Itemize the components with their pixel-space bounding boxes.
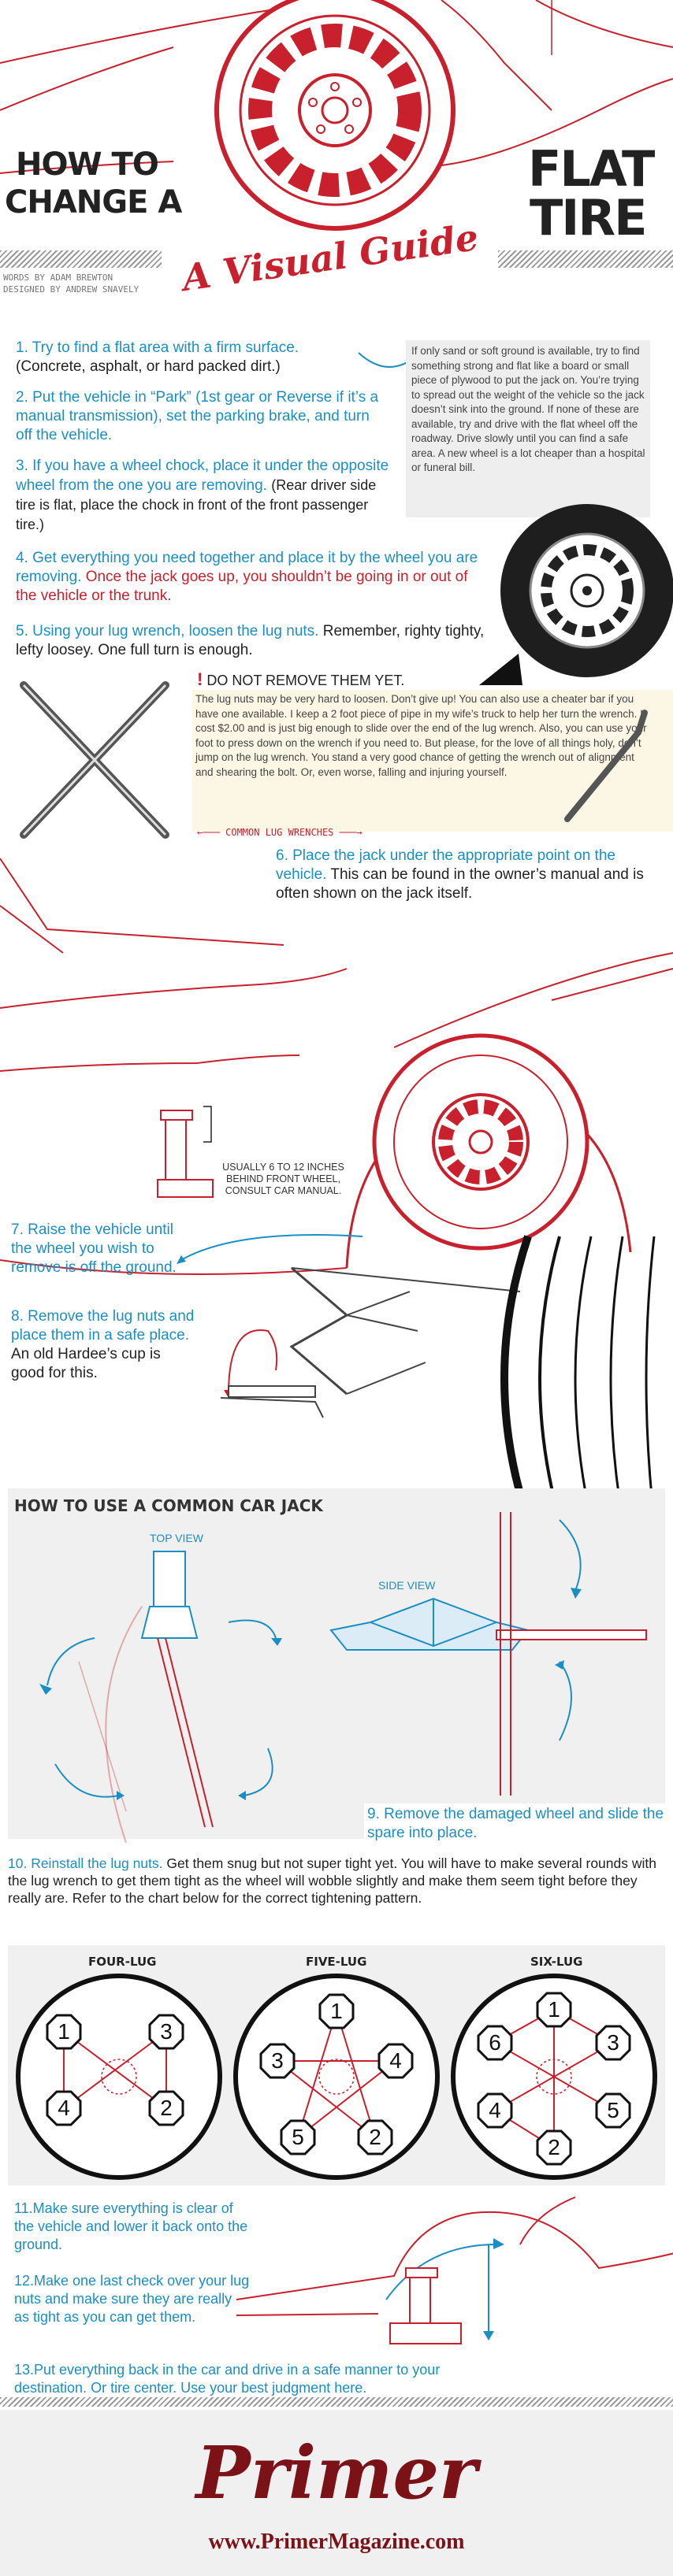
step-12: 12.Make one last check over your lug nut…	[14, 2273, 250, 2325]
raised-wheel-arcs	[500, 1235, 656, 1522]
lug-nut-label: 4	[58, 2096, 70, 2120]
lug-nut-label: 2	[160, 2096, 173, 2120]
lug-nut-label: 3	[160, 2019, 173, 2044]
lowered-floor-jack	[389, 2267, 462, 2344]
lug-nut-label: 1	[548, 1997, 560, 2022]
front-wheel-graphic	[372, 1033, 589, 1251]
car-side-outline	[0, 858, 673, 1275]
lug-nut-six-1: 1	[536, 1992, 572, 2028]
step-8: 8. Remove the lug nuts and place them in…	[11, 1308, 195, 1381]
lug-nut-label: 3	[271, 2048, 284, 2073]
lug-nut-four-4: 4	[46, 2090, 82, 2126]
lug-nut-four-3: 3	[148, 2014, 184, 2050]
warning-exclamation-icon: !	[197, 669, 203, 689]
step-4: 4. Get everything you need together and …	[16, 550, 478, 604]
lug-nut-five-5: 5	[280, 2119, 316, 2155]
lug-nut-label: 5	[607, 2098, 619, 2122]
lug-nut-label: 5	[292, 2125, 304, 2149]
footer-url[interactable]: www.PrimerMagazine.com	[208, 2530, 465, 2554]
step-11: 11.Make sure everything is clear of the …	[14, 2200, 248, 2252]
lug-nut-six-5: 5	[595, 2092, 631, 2129]
lug-nut-five-3: 3	[259, 2043, 296, 2079]
lug-nut-label: 2	[369, 2125, 381, 2149]
lug-nut-six-6: 6	[477, 2025, 513, 2061]
lug-nut-five-2: 2	[357, 2119, 393, 2155]
lug-nut-six-2: 2	[536, 2129, 572, 2166]
wrench-caption: ←─── COMMON LUG WRENCHES ───→	[197, 827, 363, 838]
step-3: 3. If you have a wheel chock, place it u…	[16, 458, 389, 532]
lug-nut-label: 4	[489, 2098, 501, 2122]
jack-section-title: HOW TO USE A COMMON CAR JACK	[14, 1496, 323, 1515]
lug-nut-label: 2	[548, 2135, 560, 2159]
hatch-left	[0, 250, 162, 268]
wheel-graphic-top	[214, 0, 455, 231]
lug-nut-label: 3	[607, 2030, 619, 2055]
do-not-remove-line: ! DO NOT REMOVE THEM YET.	[197, 669, 405, 689]
credit-words: WORDS BY ADAM BREWTON	[3, 272, 113, 283]
footer-hatch	[0, 2397, 673, 2407]
step-9: 9. Remove the damaged wheel and slide th…	[364, 1803, 670, 1844]
lowering-car-outline	[236, 2196, 673, 2341]
soft-ground-note-box	[406, 340, 650, 517]
footer-panel	[0, 2410, 673, 2576]
jack-top-view-diagram	[39, 1551, 282, 1844]
wheel-chock	[479, 654, 522, 685]
jack-caption: USUALLY 6 TO 12 INCHES BEHIND FRONT WHEE…	[222, 1162, 344, 1196]
lug-nut-label: 1	[330, 1999, 343, 2023]
scissor-jack-raised	[220, 1266, 521, 1418]
step-1: 1. Try to find a flat area with a firm s…	[16, 339, 299, 375]
lug-wrench-l-icon	[564, 710, 648, 822]
lug-nut-five-4: 4	[377, 2043, 414, 2079]
floor-jack-icon	[157, 1110, 214, 1198]
raise-arrow	[177, 1234, 363, 1264]
lug-tip-box	[192, 690, 673, 832]
jack-point-bracket	[203, 1106, 212, 1143]
jack-side-view-diagram	[329, 1512, 647, 1796]
four-lug-title: FOUR-LUG	[88, 1955, 157, 1969]
lug-nut-six-4: 4	[477, 2092, 513, 2129]
step-5: 5. Using your lug wrench, loosen the lug…	[16, 623, 485, 658]
step-6: 6. Place the jack under the appropriate …	[276, 847, 644, 902]
title-how-to: HOW TO	[16, 146, 159, 183]
title-flat: FLAT	[528, 140, 655, 198]
four-lug-diagram	[16, 1974, 222, 2180]
top-view-label: TOP VIEW	[150, 1532, 203, 1544]
title-change-a: CHANGE A	[5, 184, 182, 221]
lug-nut-label: 4	[389, 2048, 402, 2073]
step-7: 7. Raise the vehicle until the wheel you…	[11, 1221, 177, 1276]
footer-brand: Primer	[195, 2430, 478, 2515]
lug-nut-label: 6	[489, 2030, 501, 2055]
side-view-label: SIDE VIEW	[378, 1579, 436, 1592]
lug-nut-five-1: 1	[318, 1993, 355, 2029]
lug-wrench-cross-icon	[20, 681, 169, 839]
lug-nut-four-2: 2	[148, 2090, 184, 2126]
credit-design: DESIGNED BY ANDREW SNAVELY	[3, 284, 139, 295]
six-lug-title: SIX-LUG	[530, 1955, 583, 1969]
step-10: 10. Reinstall the lug nuts. Get them snu…	[8, 1855, 656, 1906]
lug-tip-text: The lug nuts may be very hard to loosen.…	[195, 693, 647, 778]
step-13: 13.Put everything back in the car and dr…	[14, 2362, 441, 2396]
soft-ground-note: If only sand or soft ground is available…	[411, 345, 645, 473]
step-2: 2. Put the vehicle in “Park” (1st gear o…	[16, 389, 379, 443]
title-tire: TIRE	[530, 189, 647, 246]
jack-section-panel	[8, 1488, 665, 1839]
lug-nut-four-1: 1	[46, 2014, 82, 2050]
five-lug-title: FIVE-LUG	[306, 1955, 367, 1969]
spare-tire-graphic	[500, 504, 673, 677]
lug-nut-label: 1	[58, 2019, 70, 2044]
lug-nut-six-3: 3	[595, 2025, 631, 2061]
hatch-right	[498, 250, 673, 268]
